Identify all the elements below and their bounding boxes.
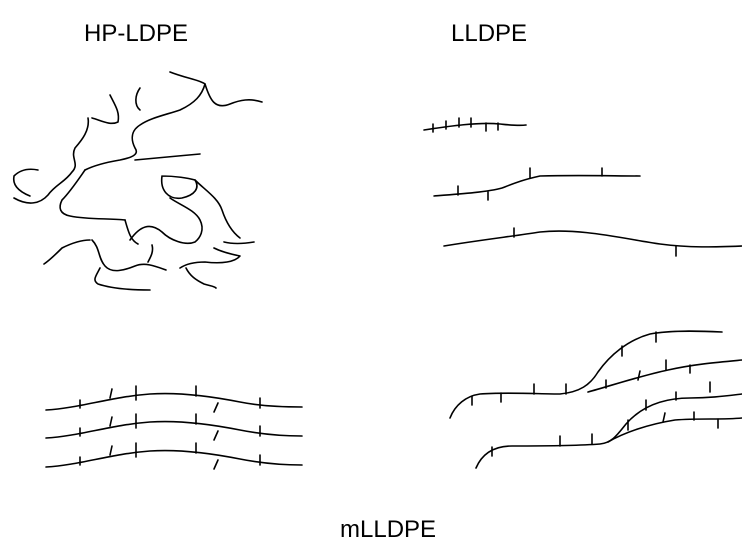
mlldpe-chain	[46, 393, 302, 410]
mlldpe-branch	[110, 389, 112, 398]
mlldpe-chain	[46, 450, 302, 467]
mlldpe-branch	[214, 460, 218, 469]
hp-ldpe-chain	[224, 242, 254, 244]
mlldpe-chain	[476, 394, 742, 468]
hp-ldpe-chain	[14, 169, 38, 196]
mlldpe-branch	[110, 417, 112, 426]
lldpe-chain	[444, 231, 742, 247]
mlldpe-branch	[214, 403, 218, 412]
hp-ldpe-chain	[148, 245, 153, 262]
hp-ldpe-chain	[130, 198, 202, 243]
lldpe-chain-group	[424, 118, 742, 256]
hp-ldpe-chain	[186, 268, 216, 288]
mlldpe-branch	[663, 413, 665, 422]
hp-ldpe-chain	[135, 154, 200, 160]
mlldpe-parallel-chains	[46, 386, 302, 469]
hp-ldpe-chain	[95, 268, 150, 290]
mlldpe-staggered-chains	[450, 331, 742, 468]
hp-ldpe-chain	[136, 88, 140, 110]
lldpe-chain	[434, 176, 640, 196]
hp-ldpe-chain	[60, 170, 125, 220]
hp-ldpe-chain	[92, 240, 166, 271]
hp-ldpe-chain-cluster	[14, 72, 262, 290]
mlldpe-branch	[110, 446, 112, 455]
mlldpe-branch	[638, 371, 640, 380]
mlldpe-branch	[214, 431, 218, 440]
mlldpe-chain	[450, 331, 722, 418]
hp-ldpe-chain	[162, 176, 197, 198]
hp-ldpe-chain	[205, 84, 262, 106]
hp-ldpe-chain	[14, 118, 88, 203]
mlldpe-chain	[588, 360, 742, 392]
hp-ldpe-chain	[44, 240, 90, 264]
lldpe-chain	[424, 123, 526, 130]
mlldpe-chain	[46, 421, 302, 438]
hp-ldpe-chain	[180, 248, 240, 268]
hp-ldpe-chain	[92, 95, 118, 123]
